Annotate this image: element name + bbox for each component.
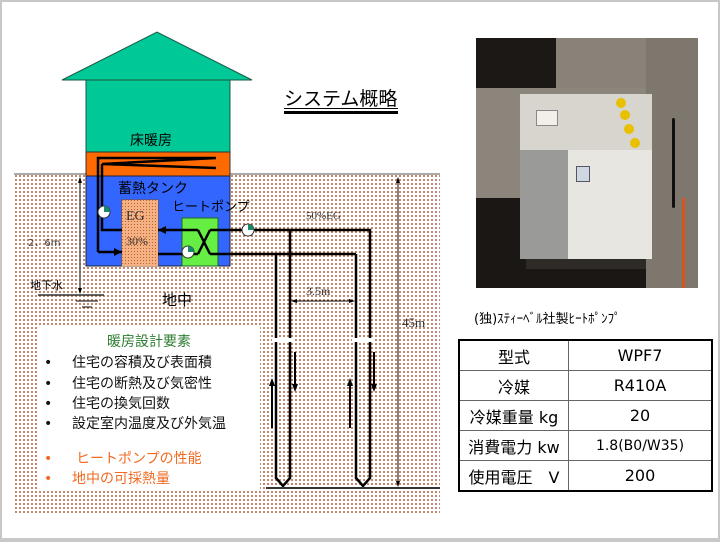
- table-row: 冷媒 R410A: [458, 370, 713, 401]
- groundwater-depth-label: 2．6m: [28, 238, 61, 249]
- eg-label: EG: [126, 209, 145, 224]
- underground-label: 地中: [162, 291, 193, 309]
- heatpump-photo: [476, 38, 698, 288]
- floor-heating-label: 床暖房: [130, 133, 172, 149]
- spec-table: 型式 WPF7 冷媒 R410A 冷媒重量 kg 20 消費電力 kw 1.8(…: [458, 339, 713, 492]
- design-factor-item: •住宅の断熱及び気密性: [44, 376, 212, 392]
- table-row: 消費電力 kw 1.8(B0/W35): [458, 430, 713, 461]
- table-row: 冷媒重量 kg 20: [458, 400, 713, 431]
- spec-value: WPF7: [568, 339, 713, 371]
- design-factor-item-highlight: •地中の可採熱量: [44, 471, 170, 487]
- design-factor-item: •住宅の容積及び表面積: [44, 355, 212, 371]
- heatpump-label: ヒートポンプ: [172, 200, 250, 215]
- pump-icon: [241, 223, 255, 237]
- borehole-depth-label: 45m: [402, 315, 426, 330]
- design-factors-heading: 暖房設計要素: [107, 334, 191, 350]
- title-underline: [284, 108, 398, 109]
- house-body: [85, 79, 231, 153]
- spec-key: 型式: [458, 339, 569, 371]
- eg-percent-label: 30%: [126, 234, 148, 248]
- loop-fluid-label: 50%EG: [306, 210, 341, 222]
- title-underline: [284, 111, 398, 114]
- spec-value: 20: [568, 400, 713, 431]
- design-factor-item: •設定室内温度及び外気温: [44, 416, 226, 432]
- table-row: 型式 WPF7: [458, 339, 713, 371]
- spec-value: 200: [568, 460, 713, 492]
- heatpump-box: [181, 217, 219, 267]
- product-caption: (独)ｽﾃｨｰﾍﾞﾙ社製ﾋｰﾄﾎﾟﾝﾌﾟ: [474, 312, 621, 327]
- spec-key: 冷媒重量 kg: [458, 400, 569, 431]
- house-roof-icon: [61, 31, 253, 81]
- design-factor-item-highlight: •ヒートポンプの性能: [44, 451, 202, 467]
- page-title: システム概略: [284, 88, 398, 110]
- groundwater-label: 地下水: [30, 279, 63, 292]
- spec-key: 使用電圧 V: [458, 460, 569, 492]
- design-factor-item: •住宅の換気回数: [44, 396, 170, 412]
- spec-key: 消費電力 kw: [458, 430, 569, 461]
- borehole-spacing-label: 3.5m: [306, 284, 331, 298]
- pump-icon: [181, 245, 195, 259]
- spec-key: 冷媒: [458, 370, 569, 401]
- design-factors-box: 暖房設計要素 •住宅の容積及び表面積 •住宅の断熱及び気密性 •住宅の換気回数 …: [38, 327, 260, 489]
- spec-value: 1.8(B0/W35): [568, 430, 713, 461]
- spec-value: R410A: [568, 370, 713, 401]
- table-row: 使用電圧 V 200: [458, 460, 713, 492]
- pump-icon: [97, 205, 111, 219]
- tank-label: 蓄熱タンク: [118, 181, 188, 197]
